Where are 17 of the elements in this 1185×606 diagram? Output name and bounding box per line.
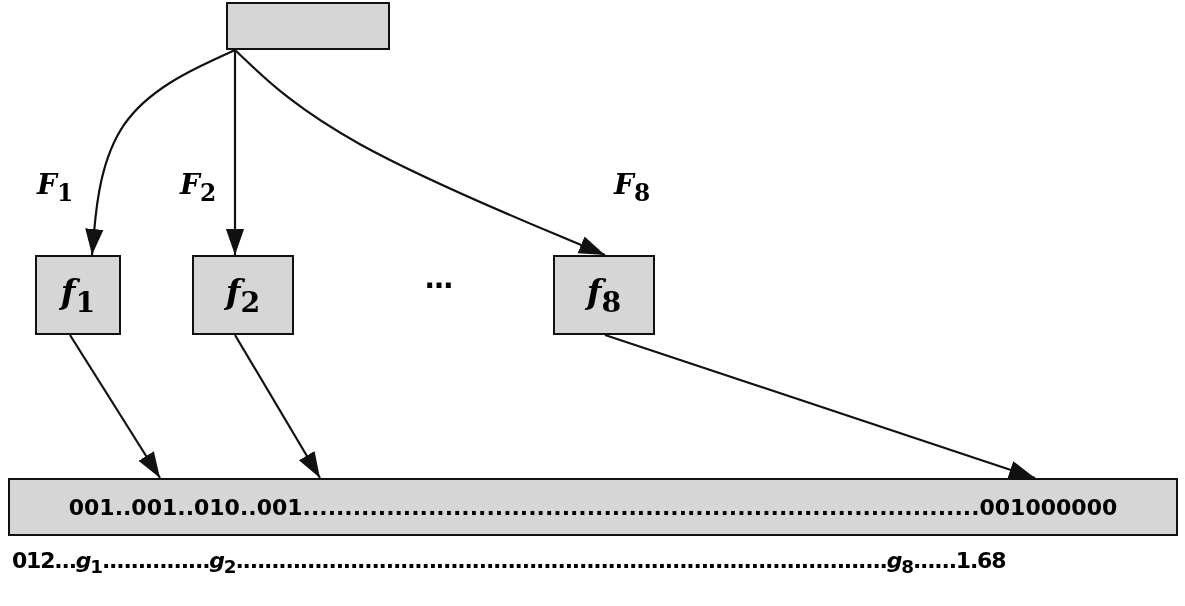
arrow (604, 333, 1036, 480)
arrow (225, 50, 245, 255)
ellipsis: … (425, 262, 452, 295)
arrow (85, 49, 236, 256)
function-name: f$_{2}$ (225, 271, 261, 319)
function-name: f$_{1}$ (60, 271, 96, 319)
hash-function-box (35, 255, 121, 335)
function-name: f$_{8}$ (586, 271, 622, 319)
top-box (226, 2, 390, 50)
bit-string: 001..001..010..001.................................................................................001000000 (68, 494, 1118, 520)
bit-position-scale: 012...g$_{1}$...............g$_{2}$...........................................................................................g$_{8}$......1.68 (12, 548, 1006, 578)
arrow (234, 49, 606, 256)
hash-function-box (553, 255, 655, 335)
arrow (234, 334, 321, 479)
arrow (69, 334, 161, 479)
bit-array-bar (8, 478, 1178, 536)
hash-function-box (192, 255, 294, 335)
